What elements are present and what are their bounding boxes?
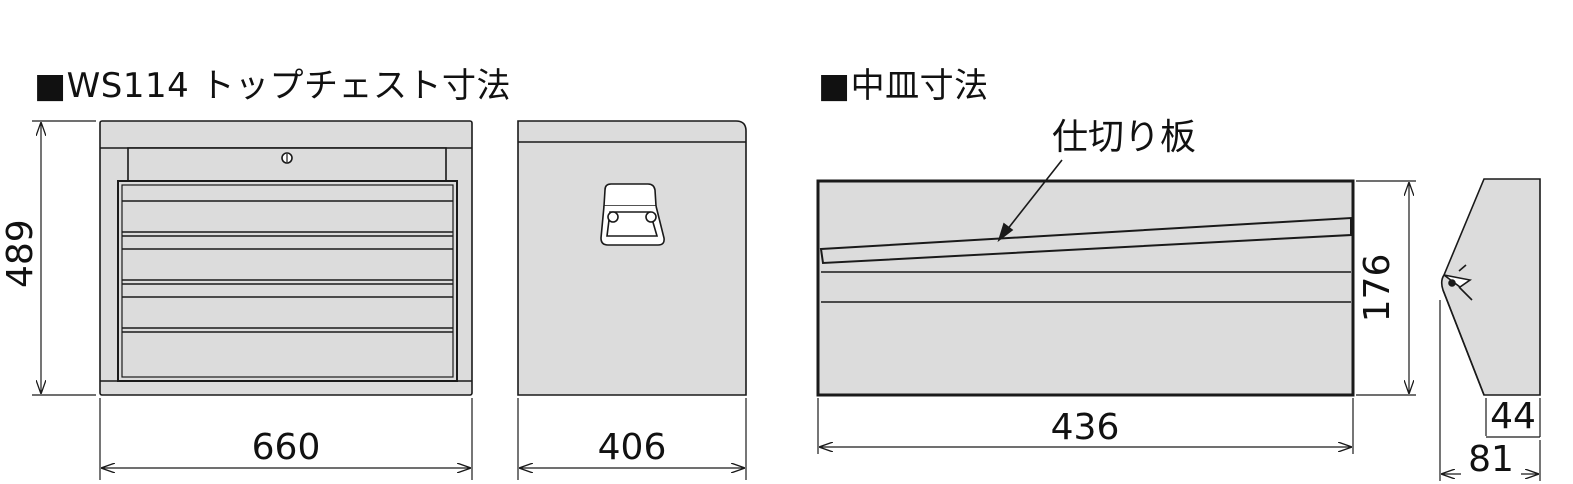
divider-leader xyxy=(997,159,1063,243)
drawer-separators xyxy=(122,200,453,333)
chest-front-view xyxy=(99,120,473,396)
chest-width-dimension xyxy=(99,398,473,480)
tray-dimensions-title: ■中皿寸法 xyxy=(818,66,989,106)
chest-height-label: 489 xyxy=(0,219,41,288)
tray-inner-height-label: 44 xyxy=(1490,396,1536,437)
chest-height-dimension xyxy=(32,120,96,396)
tray-inner-height-dimension xyxy=(1485,398,1541,438)
tray-front-view xyxy=(816,179,1355,397)
divider-plate xyxy=(819,216,1352,265)
chest-depth-dimension xyxy=(517,398,747,480)
latch-icon xyxy=(1443,264,1473,301)
chest-side-view xyxy=(517,120,747,396)
tray-height-dimension xyxy=(1356,180,1416,396)
tray-height-label: 176 xyxy=(1357,253,1398,323)
tray-side-view xyxy=(1440,178,1541,396)
tray-depth-label: 81 xyxy=(1461,442,1521,478)
tray-width-dimension xyxy=(817,398,1354,454)
divider-label: 仕切り板 xyxy=(1052,117,1197,158)
tray-width-label: 436 xyxy=(1050,407,1120,448)
lock-icon xyxy=(281,152,293,164)
chest-width-label: 660 xyxy=(236,430,336,466)
handle-icon xyxy=(600,183,665,246)
chest-depth-label: 406 xyxy=(582,430,682,466)
chest-dimensions-title: ■WS114 トップチェスト寸法 xyxy=(34,66,512,106)
